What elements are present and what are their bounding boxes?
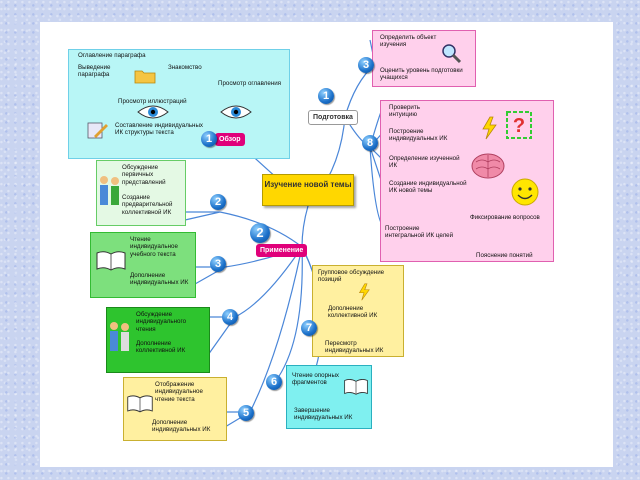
step-number: 2 [210, 194, 226, 210]
central-topic: Изучение новой темы [262, 174, 354, 206]
overview-panel-frame [68, 49, 290, 159]
step-number: 1 [318, 88, 334, 104]
positions-text-1: Групповое обсуждение позиций [318, 269, 385, 284]
lightning-icon [482, 116, 497, 140]
assess-level-text: Оценить уровень подготовки учащихся [380, 67, 463, 82]
group-text-1: Обсуждение индивидуального чтения [136, 311, 187, 333]
prep-text-1: Проверить интуицию [389, 104, 420, 119]
discussion-text-2: Создание предварительной коллективной ИК [122, 194, 173, 216]
lightning-icon [358, 283, 370, 301]
overview-text-6: Составление индивидуальных ИК структуры … [115, 122, 203, 137]
people-icon [110, 322, 129, 351]
overview-text-5: Просмотр иллюстраций [118, 98, 187, 105]
group-positions-panel [312, 265, 404, 357]
step-number: 4 [222, 309, 238, 325]
define-object-panel [372, 30, 476, 87]
prep-text-7: Пояснение понятий [476, 252, 533, 259]
question-puzzle-icon: ? [506, 111, 532, 139]
branch-overview: Обзор [215, 133, 245, 146]
fragments-text-1: Чтение опорных фрагментов [292, 372, 339, 387]
magnifier-icon [442, 44, 462, 64]
prep-text-2: Построение индивидуальных ИК [389, 128, 448, 143]
branch-application: Применение [256, 244, 308, 257]
fragments-panel [286, 365, 372, 429]
prep-text-5: Фиксирование вопросов [470, 214, 540, 221]
step-number: 1 [201, 131, 217, 147]
positions-text-2: Дополнение коллективной ИК [328, 305, 378, 320]
reading-text-1: Чтение индивидуальное учебного текста [130, 236, 178, 258]
step-number: 2 [250, 223, 270, 243]
book-icon [344, 379, 368, 395]
positions-text-3: Пересмотр индивидуальных ИК [325, 340, 384, 355]
fragments-text-2: Завершение индивидуальных ИК [294, 407, 353, 422]
prep-text-6: Построение интегральной ИК целей [385, 225, 454, 240]
overview-text-4: Выведение параграфа [78, 64, 111, 79]
prep-text-4: Создание индивидуальной ИК новой темы [389, 180, 467, 195]
svg-text:?: ? [513, 115, 525, 137]
book-icon [96, 251, 126, 271]
prep-text-3: Определение изученной ИК [389, 155, 460, 170]
discussion-text-1: Обсуждение первичных представлений [122, 164, 166, 186]
overview-text-3: Просмотр оглавления [218, 80, 282, 87]
branch-preparation: Подготовка [308, 110, 358, 125]
book-icon [127, 395, 153, 413]
brain-icon [471, 153, 505, 179]
ind-reading-text-1: Отображение индивидуальное чтение текста [155, 381, 203, 403]
step-number: 5 [238, 405, 254, 421]
step-number: 6 [266, 374, 282, 390]
reading-text-2: Дополнение индивидуальных ИК [130, 272, 189, 287]
people-icon [100, 176, 119, 205]
overview-text-2: Знакомство [168, 64, 202, 71]
mind-map-slide: Оглавление параграфа Знакомство Просмотр… [40, 22, 613, 467]
eye-icon [137, 105, 169, 119]
step-number: 7 [301, 320, 317, 336]
step-number: 3 [210, 256, 226, 272]
eye-icon [220, 105, 252, 119]
step-number: 3 [358, 57, 374, 73]
step-number: 8 [362, 135, 378, 151]
ind-reading-text-2: Дополнение индивидуальных ИК [152, 419, 211, 434]
overview-text-1: Оглавление параграфа [78, 52, 146, 59]
smiley-icon [511, 178, 539, 206]
notepad-icon [87, 122, 108, 139]
group-text-2: Дополнение коллективной ИК [136, 340, 186, 355]
folder-icon [134, 70, 156, 84]
define-object-text: Определить объект изучения [380, 34, 437, 49]
